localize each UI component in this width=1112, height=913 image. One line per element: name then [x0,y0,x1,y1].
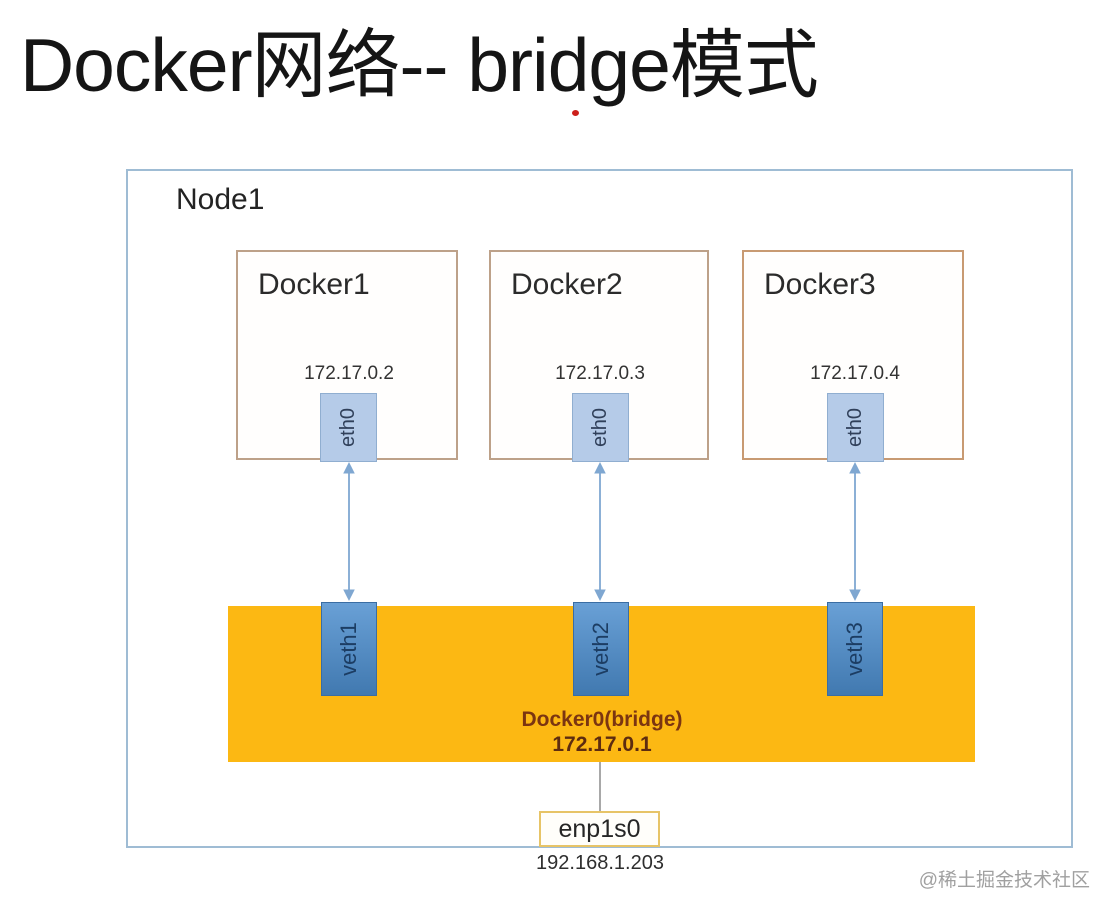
veth1-label: veth1 [335,622,361,676]
host-interface-box: enp1s0 [539,811,660,847]
docker2-ip: 172.17.0.3 [555,363,645,384]
node1-label: Node1 [176,183,265,216]
host-ip: 192.168.1.203 [536,852,664,874]
docker1-eth0-box: eth0 [320,393,377,462]
docker1-ip: 172.17.0.2 [304,363,394,384]
docker3-eth0-box: eth0 [827,393,884,462]
veth3-label: veth3 [841,622,867,676]
docker1-eth0-label: eth0 [337,408,359,447]
docker2-eth0-box: eth0 [572,393,629,462]
docker3-name: Docker3 [764,268,876,301]
docker2-eth0-label: eth0 [589,408,611,447]
bridge-to-hostif-line [599,762,601,812]
bridge-ip: 172.17.0.1 [552,733,652,756]
docker2-name: Docker2 [511,268,623,301]
bridge-name: Docker0(bridge) [521,708,683,731]
double-arrow-icon [594,462,606,601]
watermark: @稀土掘金技术社区 [918,870,1090,891]
veth3-box: veth3 [827,602,883,696]
veth1-box: veth1 [321,602,377,696]
host-interface-label: enp1s0 [558,814,641,843]
double-arrow-icon [849,462,861,601]
double-arrow-icon [343,462,355,601]
red-dot-artifact [572,110,579,116]
veth2-box: veth2 [573,602,629,696]
docker3-ip: 172.17.0.4 [810,363,900,384]
veth2-label: veth2 [587,622,613,676]
docker3-eth0-label: eth0 [844,408,866,447]
docker1-name: Docker1 [258,268,370,301]
page-title: Docker网络-- bridge模式 [20,23,819,107]
